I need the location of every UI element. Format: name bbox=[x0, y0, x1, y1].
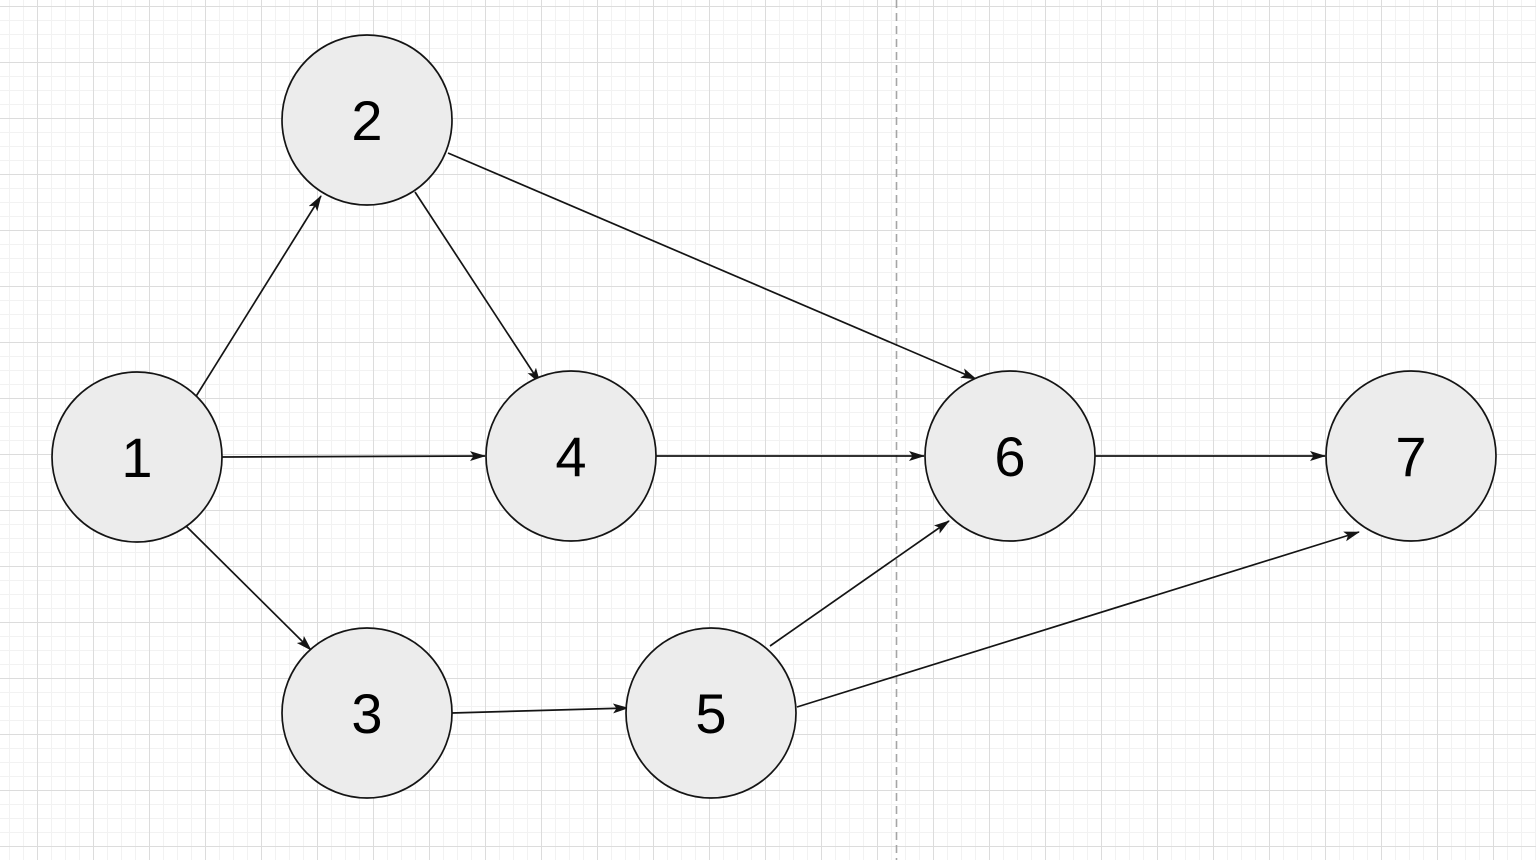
edge-1-3[interactable] bbox=[183, 523, 312, 651]
node-label-1: 1 bbox=[121, 426, 152, 489]
node-7[interactable]: 7 bbox=[1325, 370, 1497, 542]
node-label-6: 6 bbox=[994, 425, 1025, 488]
node-label-5: 5 bbox=[695, 682, 726, 745]
edge-5-7[interactable] bbox=[796, 531, 1360, 708]
node-3[interactable]: 3 bbox=[281, 627, 453, 799]
node-circle-1[interactable] bbox=[51, 371, 223, 543]
node-label-7: 7 bbox=[1395, 425, 1426, 488]
node-5[interactable]: 5 bbox=[625, 627, 797, 799]
node-circle-4[interactable] bbox=[485, 370, 657, 542]
edge-1-2[interactable] bbox=[189, 195, 322, 407]
edge-5-6[interactable] bbox=[769, 520, 950, 647]
node-6[interactable]: 6 bbox=[924, 370, 1096, 542]
edge-2-6[interactable] bbox=[447, 152, 977, 380]
node-circle-6[interactable] bbox=[924, 370, 1096, 542]
node-2[interactable]: 2 bbox=[281, 34, 453, 206]
edge-1-4[interactable] bbox=[220, 451, 486, 462]
node-label-2: 2 bbox=[351, 89, 382, 152]
node-label-4: 4 bbox=[555, 425, 586, 488]
node-4[interactable]: 4 bbox=[485, 370, 657, 542]
node-label-3: 3 bbox=[351, 682, 382, 745]
edge-2-4[interactable] bbox=[414, 191, 541, 384]
node-circle-5[interactable] bbox=[625, 627, 797, 799]
node-1[interactable]: 1 bbox=[51, 371, 223, 543]
node-circle-7[interactable] bbox=[1325, 370, 1497, 542]
node-circle-3[interactable] bbox=[281, 627, 453, 799]
node-circle-2[interactable] bbox=[281, 34, 453, 206]
edge-3-5[interactable] bbox=[451, 703, 629, 714]
